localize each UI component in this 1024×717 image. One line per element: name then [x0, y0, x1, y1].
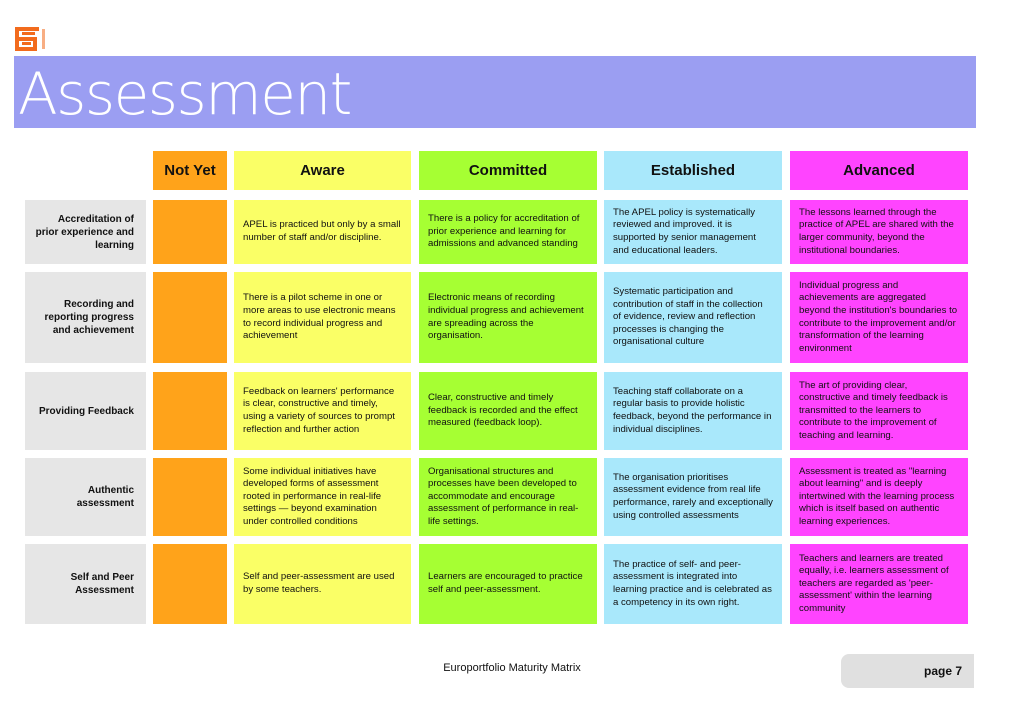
row-label-recording: Recording and reporting progress and ach… — [25, 272, 146, 363]
row-label-authentic: Authentic assessment — [25, 458, 146, 536]
matrix-cell: Assessment is treated as "learning about… — [790, 458, 968, 536]
matrix-cell — [153, 372, 227, 450]
matrix-cell: Teaching staff collaborate on a regular … — [604, 372, 782, 450]
matrix-cell: Individual progress and achievements are… — [790, 272, 968, 363]
matrix-cell: The practice of self- and peer-assessmen… — [604, 544, 782, 624]
matrix-cell: Self and peer-assessment are used by som… — [234, 544, 411, 624]
footer-title: Europortfolio Maturity Matrix — [443, 662, 581, 674]
matrix-cell: There is a policy for accreditation of p… — [419, 200, 597, 264]
matrix-cell: Some individual initiatives have develop… — [234, 458, 411, 536]
matrix-cell — [153, 272, 227, 363]
matrix-cell: There is a pilot scheme in one or more a… — [234, 272, 411, 363]
matrix-cell: Electronic means of recording individual… — [419, 272, 597, 363]
matrix-cell: Systematic participation and contributio… — [604, 272, 782, 363]
matrix-cell — [153, 200, 227, 264]
matrix-cell — [153, 458, 227, 536]
matrix-cell: APEL is practiced but only by a small nu… — [234, 200, 411, 264]
matrix-cell: The organisation prioritises assessment … — [604, 458, 782, 536]
column-header-not-yet: Not Yet — [153, 151, 227, 190]
row-label-self-peer: Self and Peer Assessment — [25, 544, 146, 624]
matrix-cell: The lessons learned through the practice… — [790, 200, 968, 264]
matrix-cell: Organisational structures and processes … — [419, 458, 597, 536]
column-header-advanced: Advanced — [790, 151, 968, 190]
row-label-feedback: Providing Feedback — [25, 372, 146, 450]
column-header-aware: Aware — [234, 151, 411, 190]
row-label-accreditation: Accreditation of prior experience and le… — [25, 200, 146, 264]
column-header-established: Established — [604, 151, 782, 190]
matrix-cell: Clear, constructive and timely feedback … — [419, 372, 597, 450]
page-title: Assessment — [18, 60, 352, 128]
matrix-cell — [153, 544, 227, 624]
matrix-cell: Learners are encouraged to practice self… — [419, 544, 597, 624]
matrix-cell: The art of providing clear, constructive… — [790, 372, 968, 450]
matrix-cell: Teachers and learners are treated equall… — [790, 544, 968, 624]
column-header-committed: Committed — [419, 151, 597, 190]
page-number: page 7 — [923, 664, 962, 678]
title-banner: Assessment — [14, 56, 976, 128]
matrix-cell: The APEL policy is systematically review… — [604, 200, 782, 264]
europortfolio-logo-icon — [15, 27, 45, 51]
matrix-cell: Feedback on learners' performance is cle… — [234, 372, 411, 450]
page-number-box: page 7 — [841, 654, 974, 688]
